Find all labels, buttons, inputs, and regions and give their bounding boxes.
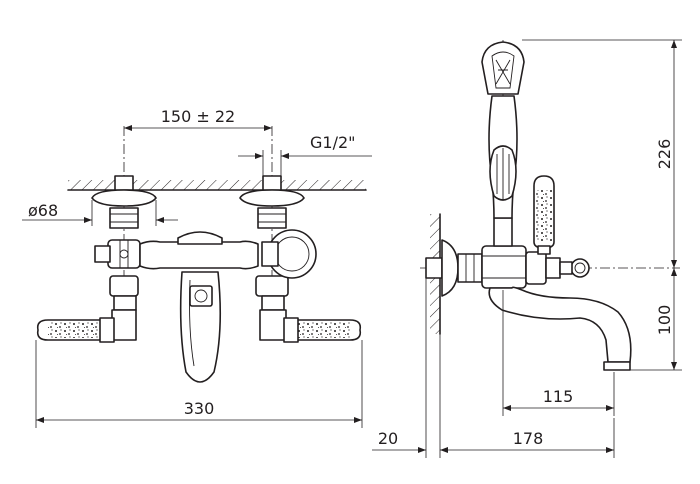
shower-holder [481,41,525,95]
dim-height-spout: 100 [630,268,682,371]
right-lever-handle [283,317,362,343]
shower-column [488,95,518,247]
dim-spacing-label: 150 ± 22 [161,107,235,126]
dim-projection-label: 178 [513,429,544,448]
mixer-body [139,231,259,270]
right-eccentric-connector [239,175,305,341]
dim-height-top: 226 [522,39,682,268]
diverter-knob [261,229,317,279]
dim-thread-label: G1/2" [310,133,356,152]
dim-height-top-label: 226 [655,139,674,170]
dim-flange-label: ø68 [28,201,58,220]
dim-spout-reach: 115 [502,290,615,416]
dim-wall-offset-label: 20 [378,429,398,448]
dim-height-spout-label: 100 [655,305,674,336]
dim-spacing: 150 ± 22 [124,107,272,131]
spout-side [488,286,632,371]
dim-thread: G1/2" [238,133,372,178]
side-view: 226 100 115 20 [372,39,682,458]
left-lever-handle [36,317,115,343]
wall-front [67,180,367,191]
dim-spout-reach-label: 115 [543,387,574,406]
front-view: 150 ± 22 G1/2" ø68 [22,107,372,428]
dim-bottom-side: 20 178 [372,278,615,458]
spout-front [179,271,222,383]
mixer-body-side [481,245,590,289]
dim-total-width: 330 [35,340,363,428]
left-eccentric-connector [91,175,157,341]
wall-flange-side [425,239,483,297]
upright-handle [533,175,555,255]
dim-total-width-label: 330 [184,399,215,418]
dim-flange-diameter: ø68 [22,200,178,226]
